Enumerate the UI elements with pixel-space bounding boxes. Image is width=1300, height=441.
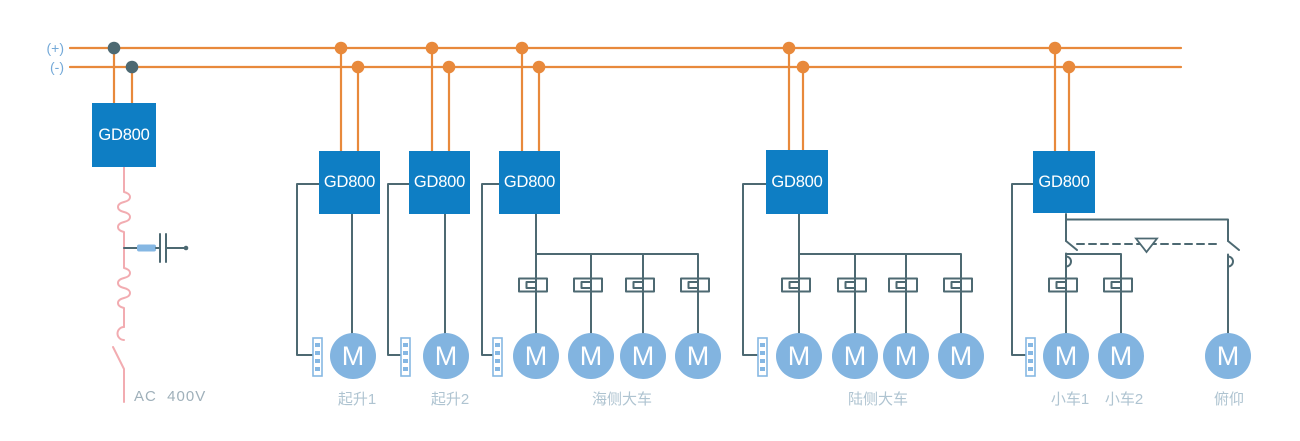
- changeover-switch-right-contact: [1227, 255, 1234, 268]
- motor-output-lines: [1065, 252, 1229, 335]
- seaside-gantry-section-wiring: [481, 41, 710, 377]
- braking-resistor-line: [1011, 183, 1034, 356]
- hoist1-section-wiring: [296, 41, 365, 377]
- inverter-box-seaside-gantry: GD800: [499, 151, 560, 214]
- inverter-box-trolley-boom: GD800: [1033, 151, 1095, 213]
- supply-unit-box: GD800: [92, 103, 156, 167]
- changeover-switch-right-blade: [1227, 240, 1240, 251]
- supply-negative-junction-dot: [125, 60, 139, 74]
- inverter-box-hoist1: GD800: [319, 151, 380, 214]
- landside-gantry-section-wiring: [742, 41, 973, 377]
- motor-landside-gantry-2: M: [832, 333, 878, 379]
- motor-brake-icon: [1048, 277, 1078, 293]
- braking-resistor-line: [742, 183, 767, 356]
- group-label-seaside-gantry: 海侧大车: [591, 391, 653, 408]
- motor-hoist2: M: [423, 333, 469, 379]
- junction-dot: [782, 41, 796, 55]
- junction-dot: [515, 41, 529, 55]
- output-trunk-lines: [1065, 213, 1229, 242]
- bus-positive-label: (+): [46, 40, 65, 56]
- group-label-trolley2: 小车2: [1104, 391, 1144, 408]
- braking-resistor-line: [481, 183, 500, 356]
- motor-brake-icon: [943, 277, 973, 293]
- motor-brake-icon: [1103, 277, 1133, 293]
- junction-dot: [425, 41, 439, 55]
- group-label-trolley1: 小车1: [1050, 391, 1090, 408]
- group-label-landside-gantry: 陆侧大车: [847, 391, 909, 408]
- motor-brake-icon: [518, 277, 548, 293]
- trolley-boom-section-wiring: [1011, 41, 1240, 377]
- inverter-box-landside-gantry: GD800: [766, 150, 828, 214]
- braking-resistor-icon: [400, 337, 411, 377]
- motor-seaside-gantry-1: M: [513, 333, 559, 379]
- motor-brake-icon: [888, 277, 918, 293]
- group-label-hoist2: 起升2: [430, 391, 470, 408]
- ac-input-line-with-choke-coil-icon: [117, 166, 131, 328]
- hoist2-section-wiring: [387, 41, 456, 377]
- breaker-contact-arc-icon: [116, 326, 125, 341]
- motor-output-lines: [535, 213, 699, 335]
- motor-boom: M: [1205, 333, 1251, 379]
- motor-brake-icon: [573, 277, 603, 293]
- changeover-switch-left-contact: [1065, 255, 1072, 268]
- junction-dot: [1048, 41, 1062, 55]
- motor-brake-icon: [837, 277, 867, 293]
- terminal-dot: [183, 245, 189, 251]
- bus-negative-label: (-): [50, 59, 64, 75]
- braking-resistor-icon: [1025, 337, 1036, 377]
- junction-dot: [334, 41, 348, 55]
- breaker-blade-icon: [112, 346, 125, 403]
- motor-landside-gantry-3: M: [883, 333, 929, 379]
- junction-dot: [1062, 60, 1076, 74]
- interlock-triangle-icon: [1134, 237, 1159, 254]
- motor-trolley2: M: [1098, 333, 1144, 379]
- braking-resistor-line: [387, 183, 410, 356]
- motor-seaside-gantry-3: M: [620, 333, 666, 379]
- junction-dot: [532, 60, 546, 74]
- braking-resistor-icon: [312, 337, 323, 377]
- motor-seaside-gantry-2: M: [568, 333, 614, 379]
- braking-resistor-icon: [757, 337, 768, 377]
- fuse-icon: [137, 244, 156, 252]
- junction-dot: [351, 60, 365, 74]
- braking-resistor-line: [296, 183, 320, 356]
- motor-seaside-gantry-4: M: [675, 333, 721, 379]
- motor-trolley1: M: [1043, 333, 1089, 379]
- supply-positive-junction-dot: [107, 41, 121, 55]
- group-label-hoist1: 起升1: [337, 391, 377, 408]
- motor-brake-icon: [781, 277, 811, 293]
- group-label-boom: 俯仰: [1213, 391, 1245, 408]
- motor-landside-gantry-4: M: [938, 333, 984, 379]
- motor-landside-gantry-1: M: [776, 333, 822, 379]
- junction-dot: [442, 60, 456, 74]
- braking-resistor-icon: [492, 337, 503, 377]
- motor-brake-icon: [680, 277, 710, 293]
- junction-dot: [796, 60, 810, 74]
- changeover-switch-left-blade: [1065, 240, 1078, 251]
- motor-brake-icon: [625, 277, 655, 293]
- inverter-box-hoist2: GD800: [409, 151, 470, 214]
- supply-section-wiring: [107, 41, 189, 403]
- ac-source-label: AC 400V: [134, 388, 207, 405]
- motor-output-lines: [798, 213, 962, 335]
- motor-hoist1: M: [330, 333, 376, 379]
